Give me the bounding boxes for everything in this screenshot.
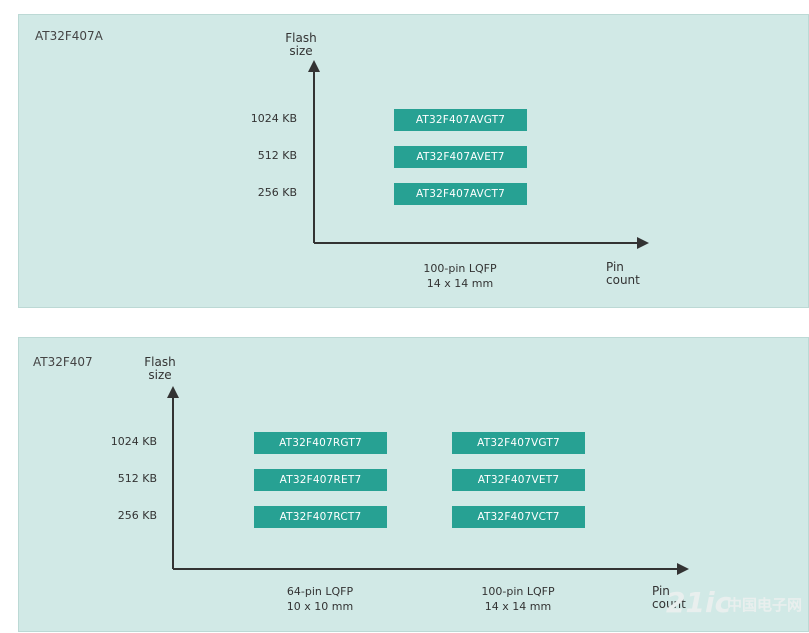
x-axis-label: Pin count bbox=[606, 260, 640, 287]
watermark-text: 中国电子网 bbox=[727, 596, 803, 614]
x-axis-arrow-icon bbox=[637, 237, 649, 249]
y-axis-arrow-icon bbox=[167, 386, 179, 398]
part-chip: AT32F407AVCT7 bbox=[394, 183, 527, 205]
part-chip: AT32F407AVET7 bbox=[394, 146, 527, 168]
flash-size-label: 256 KB bbox=[257, 186, 297, 199]
x-axis-arrow-icon bbox=[677, 563, 689, 575]
y-axis-label: Flash size bbox=[144, 355, 176, 382]
panel-title: AT32F407 bbox=[33, 355, 93, 369]
part-chip: AT32F407VCT7 bbox=[452, 506, 585, 528]
panel-title: AT32F407A bbox=[35, 29, 103, 43]
panel-at32f407a: AT32F407A Flash size Pin count 1024 KB 5… bbox=[18, 14, 809, 308]
watermark-brand: 21ic bbox=[666, 586, 732, 619]
x-axis-label: Pin count bbox=[652, 584, 686, 611]
flash-size-label: 512 KB bbox=[117, 472, 157, 485]
part-chip: AT32F407AVGT7 bbox=[394, 109, 527, 131]
flash-size-label: 1024 KB bbox=[250, 112, 297, 125]
package-label: 100-pin LQFP 14 x 14 mm bbox=[481, 585, 555, 613]
package-label: 64-pin LQFP 10 x 10 mm bbox=[286, 585, 354, 613]
y-axis-label: Flash size bbox=[285, 31, 317, 58]
flash-size-label: 256 KB bbox=[117, 509, 157, 522]
axes bbox=[167, 386, 689, 575]
axes bbox=[308, 60, 649, 249]
package-label: 100-pin LQFP 14 x 14 mm bbox=[423, 262, 497, 290]
part-chip: AT32F407VET7 bbox=[452, 469, 585, 491]
panel-at32f407: AT32F407 Flash size Pin count 1024 KB 51… bbox=[18, 337, 809, 632]
part-chip: AT32F407RET7 bbox=[254, 469, 387, 491]
flash-size-label: 512 KB bbox=[257, 149, 297, 162]
part-chip: AT32F407RCT7 bbox=[254, 506, 387, 528]
flash-size-label: 1024 KB bbox=[110, 435, 157, 448]
part-chip: AT32F407RGT7 bbox=[254, 432, 387, 454]
y-axis-arrow-icon bbox=[308, 60, 320, 72]
part-chip: AT32F407VGT7 bbox=[452, 432, 585, 454]
